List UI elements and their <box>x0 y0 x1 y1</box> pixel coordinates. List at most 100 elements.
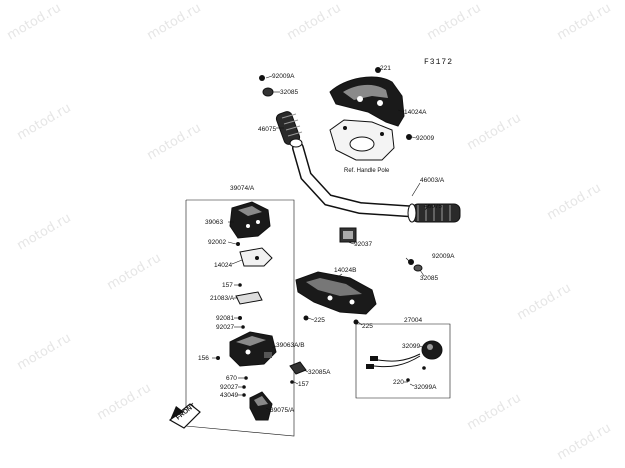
lever-39075a <box>249 391 273 421</box>
lever-highlight <box>254 396 268 406</box>
part-labels: 221 92009A 32085 14024A 46075 92009 4600… <box>198 65 455 414</box>
label-14024: 14024 <box>214 262 232 269</box>
label-92009a-right: 92009A <box>432 253 455 260</box>
label-32099a: 32099A <box>414 384 437 391</box>
bracket-bore <box>349 136 375 152</box>
handlebar-tube-inner <box>293 143 425 217</box>
label-46075-right: 46075 <box>424 203 442 210</box>
label-32085a: 32085A <box>308 369 331 376</box>
label-670: 670 <box>226 375 237 382</box>
plate-hole <box>255 256 259 260</box>
label-14024a: 14024A <box>404 109 427 116</box>
watermark: motod.ru <box>555 1 614 44</box>
label-14024b: 14024B <box>334 267 356 274</box>
watermark: motod.ru <box>15 211 74 254</box>
screw-92009 <box>406 134 412 140</box>
watermark: motod.ru <box>285 1 344 44</box>
upper-housing-highlight <box>343 84 388 100</box>
label-225-right: 225 <box>362 323 373 330</box>
label-27004: 27004 <box>404 317 422 324</box>
switch-hole <box>246 224 250 228</box>
switch-case-39063-highlight <box>238 206 262 216</box>
watermark: motod.ru <box>515 281 574 324</box>
screw-220 <box>406 378 410 382</box>
washer-32085-top <box>262 87 274 97</box>
spring-92027-bottom <box>242 385 246 389</box>
pin-670 <box>244 376 248 380</box>
watermark-layer: motod.ru motod.ru motod.ru motod.ru moto… <box>5 1 614 464</box>
label-92081: 92081 <box>216 315 234 322</box>
label-157-bottom: 157 <box>298 381 309 388</box>
watermark: motod.ru <box>465 391 524 434</box>
housing-hole <box>327 295 333 301</box>
screw-92009a-top <box>259 75 265 81</box>
watermark: motod.ru <box>145 121 204 164</box>
watermark: motod.ru <box>15 101 74 144</box>
right-grip-46075 <box>407 203 461 223</box>
left-grip-46075 <box>275 111 303 148</box>
assembly-frame-27004 <box>355 323 451 399</box>
housing-hole <box>349 299 355 305</box>
clamp-92037-face <box>343 231 353 239</box>
screw-157-top <box>238 283 242 287</box>
upper-housing-part <box>329 76 405 127</box>
screw-92002 <box>236 242 240 246</box>
watermark: motod.ru <box>145 1 204 44</box>
nut-92081 <box>238 316 242 320</box>
screw-156 <box>216 356 220 360</box>
bracket-hole <box>343 126 347 130</box>
label-92027-top: 92027 <box>216 324 234 331</box>
lower-housing-highlight <box>306 278 362 296</box>
switch-27004 <box>366 340 443 369</box>
ball-43049 <box>242 393 246 397</box>
screw-32099a <box>422 366 426 370</box>
label-157-top: 157 <box>222 282 233 289</box>
lever-32085a <box>289 361 307 375</box>
label-220: 220 <box>393 379 404 386</box>
label-225-left: 225 <box>314 317 325 324</box>
watermark: motod.ru <box>555 421 614 464</box>
label-46003a: 46003/A <box>420 177 445 184</box>
label-32099-top: 32099 <box>402 343 420 350</box>
switch-housing-highlight <box>236 336 266 346</box>
bracket-hole <box>380 132 384 136</box>
housing-hole <box>377 100 383 106</box>
leader-lines <box>212 67 431 411</box>
switch-hole <box>256 220 260 224</box>
switch-button <box>264 352 272 358</box>
label-92002: 92002 <box>208 239 226 246</box>
screw-157-bottom <box>290 380 294 384</box>
label-92009: 92009 <box>416 135 434 142</box>
screw-225-right <box>353 319 359 325</box>
watermark: motod.ru <box>5 1 64 44</box>
figure-code: F3172 <box>424 58 453 67</box>
screw-92009a-right <box>408 259 414 265</box>
bracket-21083a <box>235 291 263 305</box>
label-39074a: 39074/A <box>230 185 255 192</box>
watermark: motod.ru <box>105 251 164 294</box>
housing-hole <box>357 96 363 102</box>
label-92009a-top: 92009A <box>272 73 295 80</box>
watermark: motod.ru <box>15 331 74 374</box>
washer-32085-right <box>413 264 423 272</box>
label-92037: 92037 <box>354 241 372 248</box>
screw-225-left <box>303 315 309 321</box>
spring-92027-top <box>241 325 245 329</box>
watermark: motod.ru <box>425 1 484 44</box>
label-92027-bottom: 92027 <box>220 384 238 391</box>
label-43049: 43049 <box>220 392 238 399</box>
label-32085-top: 32085 <box>280 89 298 96</box>
label-21083a: 21083/A <box>210 295 235 302</box>
label-46075-left: 46075 <box>258 126 276 133</box>
assembly-frame-39074a <box>185 199 295 437</box>
switch-hole <box>245 349 251 355</box>
watermark: motod.ru <box>545 181 604 224</box>
watermark: motod.ru <box>465 111 524 154</box>
ref-note: Ref. Handle Pole <box>344 168 390 174</box>
label-156: 156 <box>198 355 209 362</box>
front-arrow: FRONT <box>168 402 201 429</box>
label-39063ab: 39063A/B <box>276 342 305 349</box>
label-221: 221 <box>380 65 391 72</box>
